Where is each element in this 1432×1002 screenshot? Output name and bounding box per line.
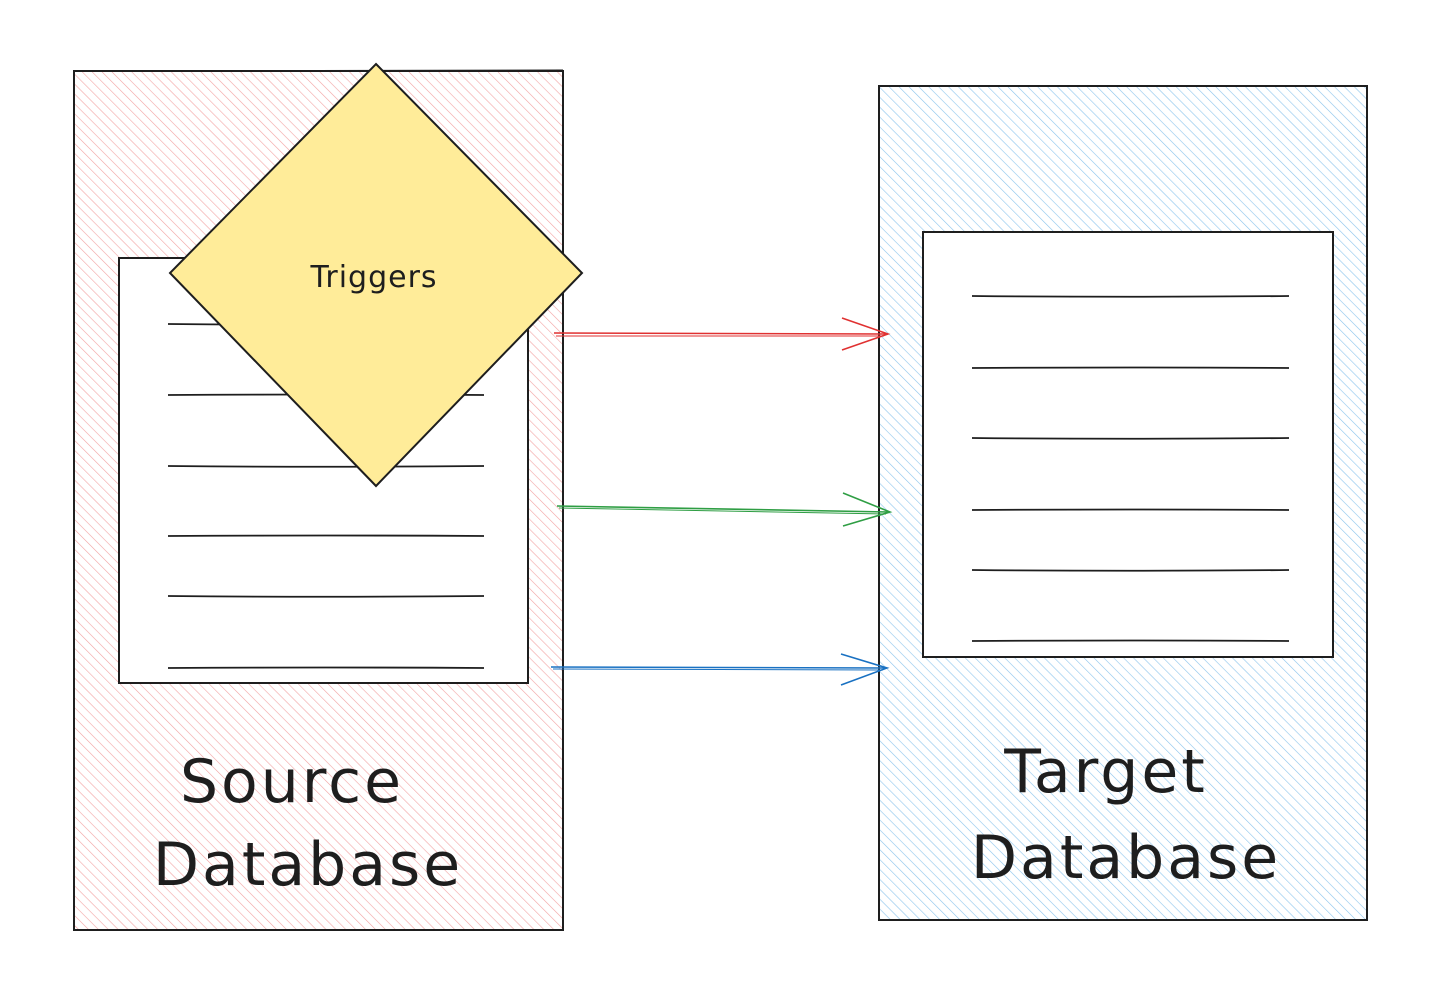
document-line <box>971 437 1290 440</box>
triggers-diamond-shape <box>168 62 584 488</box>
sync-arrows <box>550 317 893 686</box>
target-document-page <box>922 231 1334 658</box>
document-line <box>167 465 485 468</box>
document-line <box>167 595 485 598</box>
document-line <box>971 366 1290 369</box>
target-label-line2: Database <box>971 823 1281 893</box>
document-line <box>167 534 485 537</box>
target-document <box>922 231 1334 658</box>
document-line <box>971 639 1290 642</box>
target-database: Target Database <box>878 85 1368 921</box>
document-line <box>167 666 485 669</box>
document-line <box>971 508 1290 511</box>
triggers-label: Triggers <box>309 260 437 295</box>
target-document-lines <box>971 295 1290 642</box>
target-label-line1: Target <box>1003 737 1208 807</box>
document-line <box>971 569 1290 572</box>
source-label-line2: Database <box>153 830 463 900</box>
triggers-diamond: Triggers <box>168 62 584 488</box>
document-line <box>971 295 1290 298</box>
blue-arrow <box>550 653 890 686</box>
red-arrow <box>553 317 891 351</box>
source-label-line1: Source <box>180 747 404 817</box>
green-arrow <box>556 492 893 527</box>
